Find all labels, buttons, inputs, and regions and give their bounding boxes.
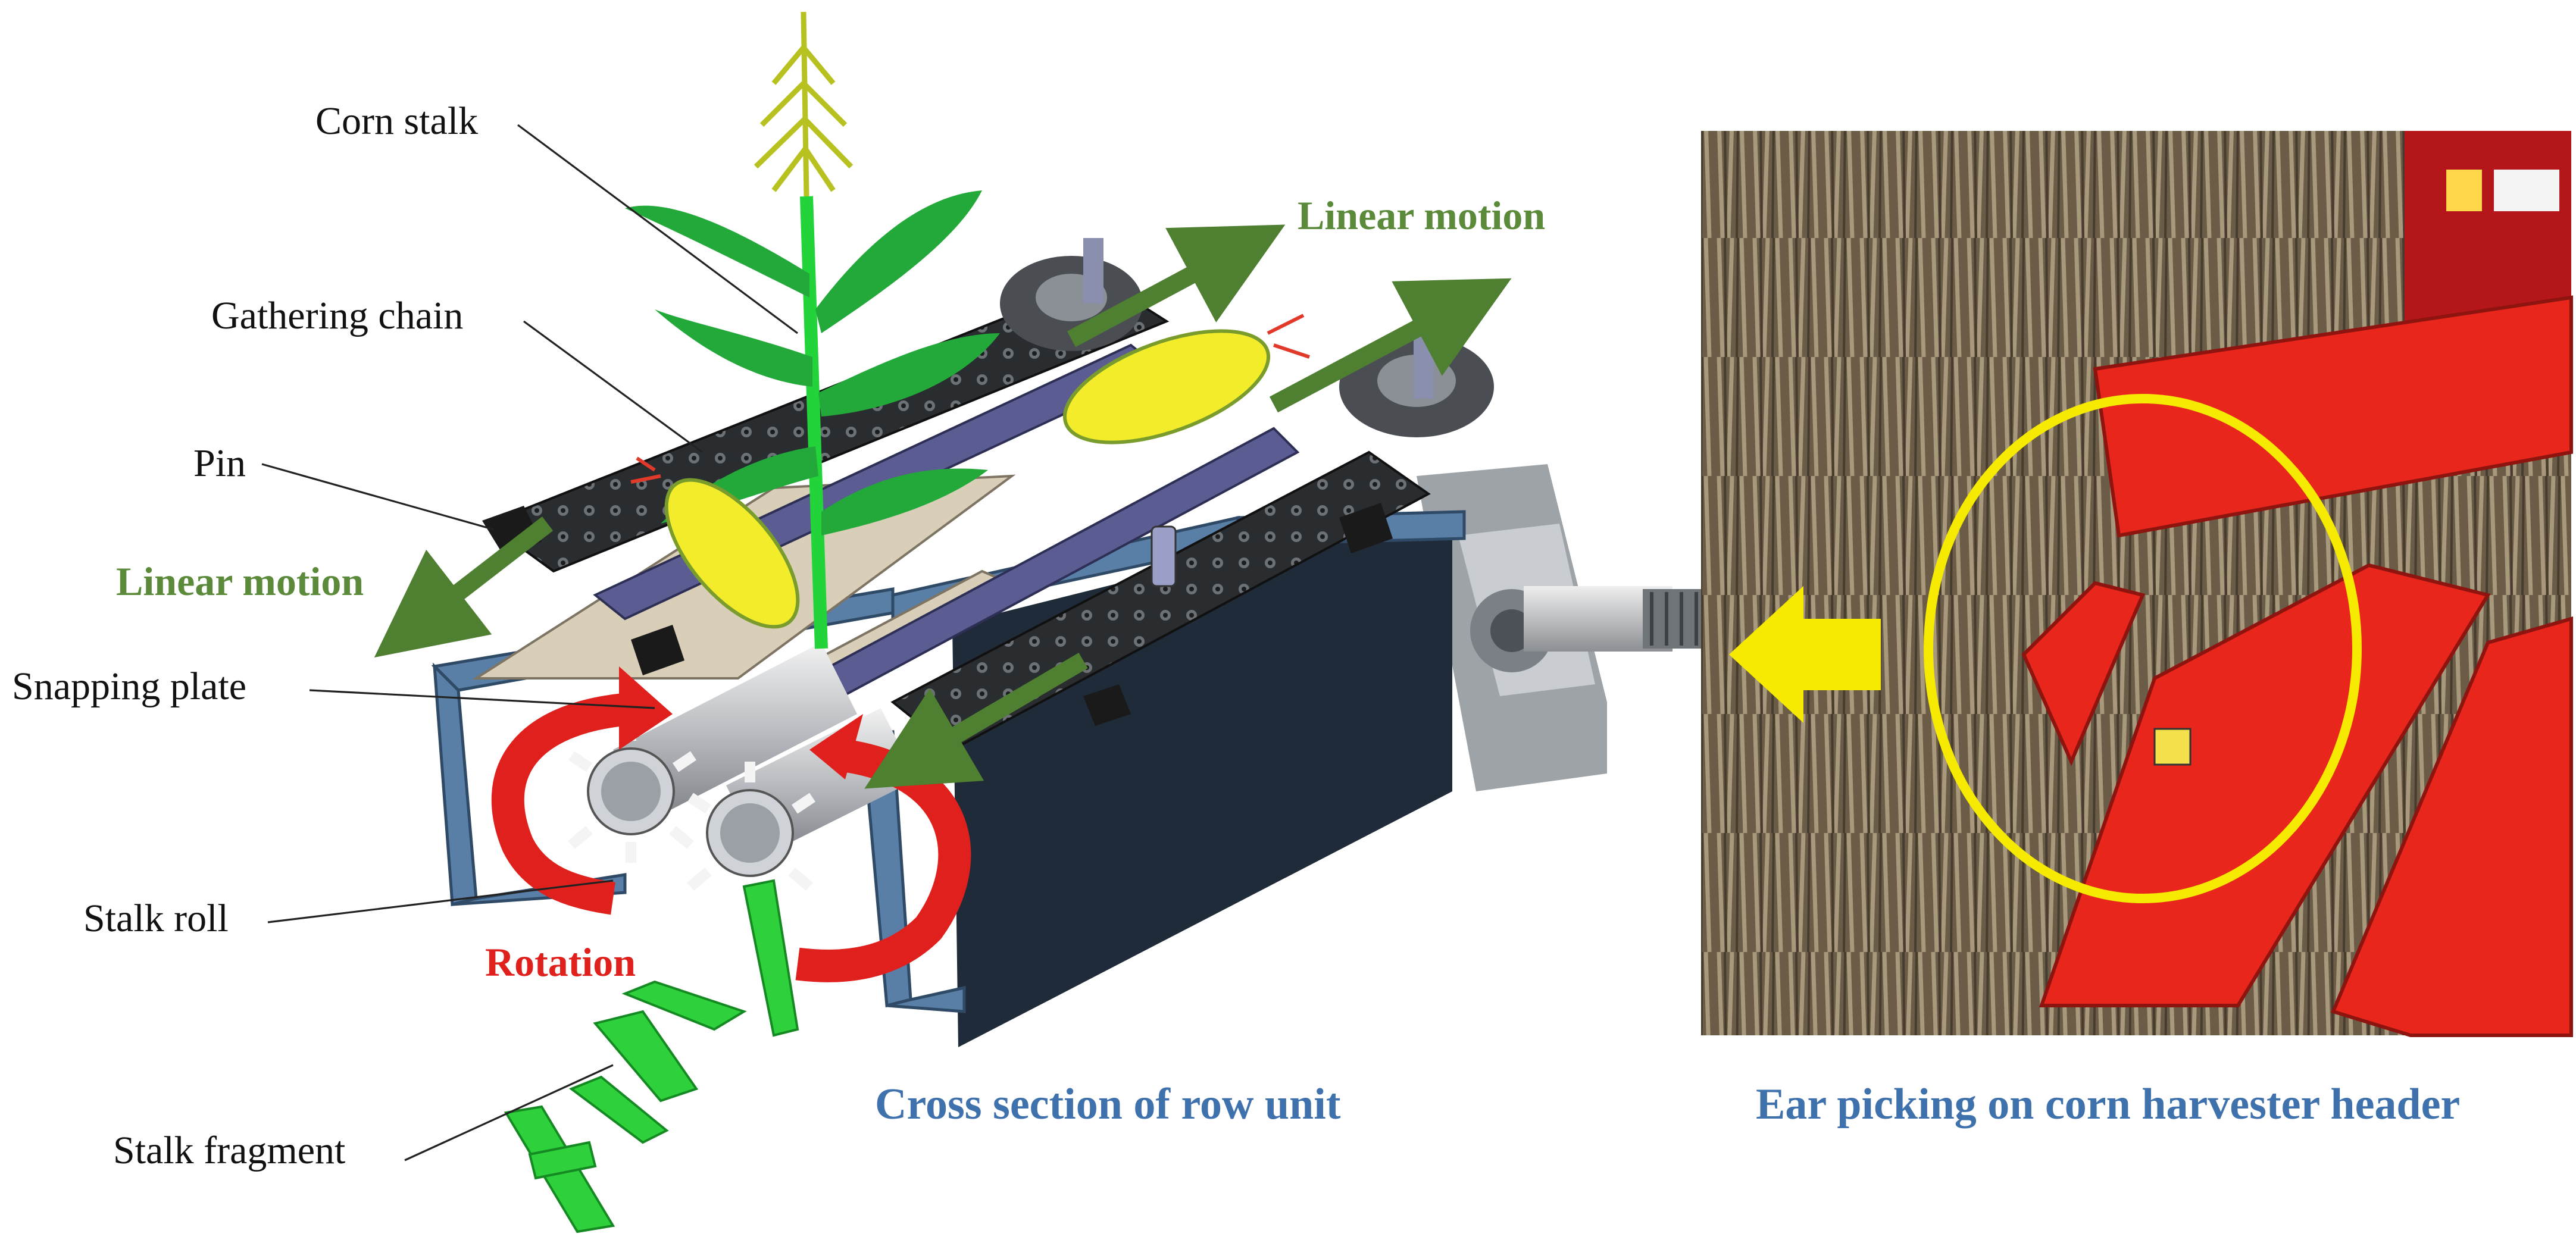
stalk-fragments	[504, 879, 799, 1233]
label-snapping-plate: Snapping plate	[12, 665, 246, 708]
field-photo	[1701, 131, 2573, 1037]
linear-arrow-lower	[864, 653, 1088, 789]
linear-arrow-left	[374, 516, 554, 658]
label-corn-stalk: Corn stalk	[315, 99, 478, 143]
label-stalk-roll: Stalk roll	[83, 897, 229, 940]
highlight-ellipse	[1924, 394, 2362, 903]
corn-ear-left	[630, 456, 800, 629]
label-pin: Pin	[193, 441, 246, 485]
row-unit-machine	[374, 11, 1702, 1233]
linear-motion-arrows	[374, 224, 1512, 789]
label-linear-motion-top: Linear motion	[1298, 193, 1545, 238]
direction-arrow	[1729, 586, 1881, 723]
linear-arrow-top	[1067, 224, 1286, 347]
label-stalk-fragment: Stalk fragment	[113, 1129, 345, 1172]
leader-lines	[261, 124, 798, 1161]
label-linear-motion-left: Linear motion	[116, 559, 364, 604]
label-rotation: Rotation	[485, 940, 636, 985]
corn-plant	[625, 11, 1000, 649]
linear-arrow-right	[1269, 278, 1512, 413]
caption-cross-section: Cross section of row unit	[875, 1080, 1341, 1129]
warning-decal	[2153, 728, 2192, 766]
label-gathering-chain: Gathering chain	[211, 294, 463, 337]
corn-ear-right	[1062, 314, 1310, 444]
caption-ear-picking: Ear picking on corn harvester header	[1756, 1080, 2460, 1129]
output-shaft	[1524, 586, 1702, 652]
gearbox	[1417, 464, 1607, 791]
